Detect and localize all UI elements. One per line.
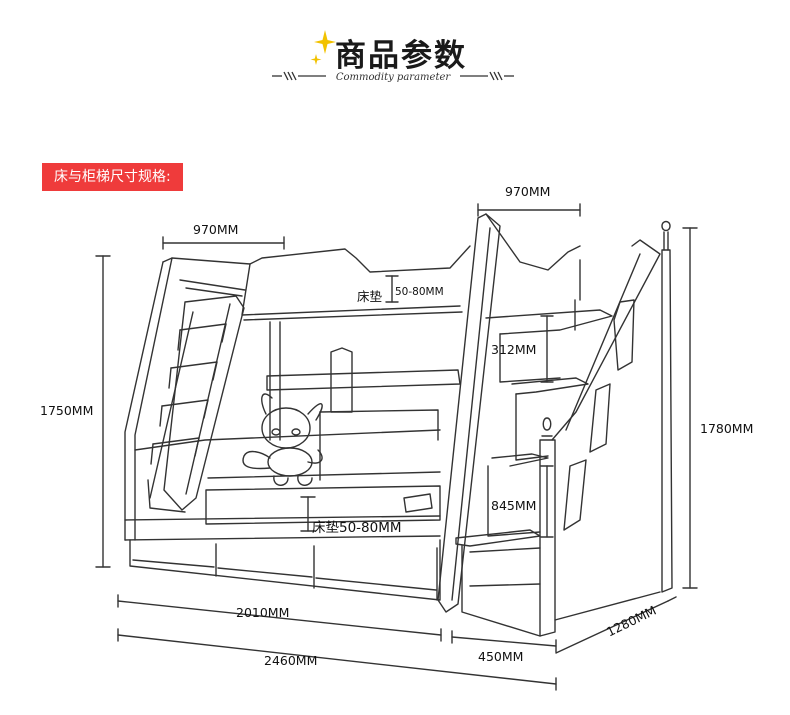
teddy-dog-illustration [242, 393, 323, 486]
upper-mattress-range-label: 50-80MM [395, 286, 444, 298]
lower-mattress-label: 床垫50-80MM [312, 520, 402, 536]
section-label: 床与柜梯尺寸规格: [42, 163, 183, 191]
lower-bed [124, 409, 441, 541]
storage-drawers [129, 539, 441, 601]
lower-bed-length-label: 2010MM [236, 605, 290, 620]
step-height-top-label: 312MM [491, 342, 537, 357]
stair-depth-label: 450MM [478, 649, 524, 664]
dimension-lines [95, 203, 698, 691]
stair-cabinet [455, 259, 661, 637]
left-height-label: 1750MM [40, 403, 94, 418]
page-subtitle: Commodity parameter [335, 72, 451, 83]
header: 商品参数 Commodity parameter [0, 0, 790, 110]
upper-bed-width-label: 970MM [193, 222, 239, 237]
stair-posts [437, 213, 673, 637]
step-height-lower-label: 845MM [491, 498, 537, 513]
page-title: 商品参数 [335, 38, 467, 74]
upper-mattress-label: 床垫 [357, 289, 383, 304]
ladder [147, 295, 245, 513]
total-length-label: 2460MM [264, 653, 318, 668]
middle-shelf [266, 347, 461, 413]
right-height-label: 1780MM [700, 421, 754, 436]
sparkle-icon [310, 30, 336, 65]
stair-rail [551, 239, 661, 531]
stair-top-width-label: 970MM [505, 184, 551, 199]
title-divider [272, 71, 514, 81]
